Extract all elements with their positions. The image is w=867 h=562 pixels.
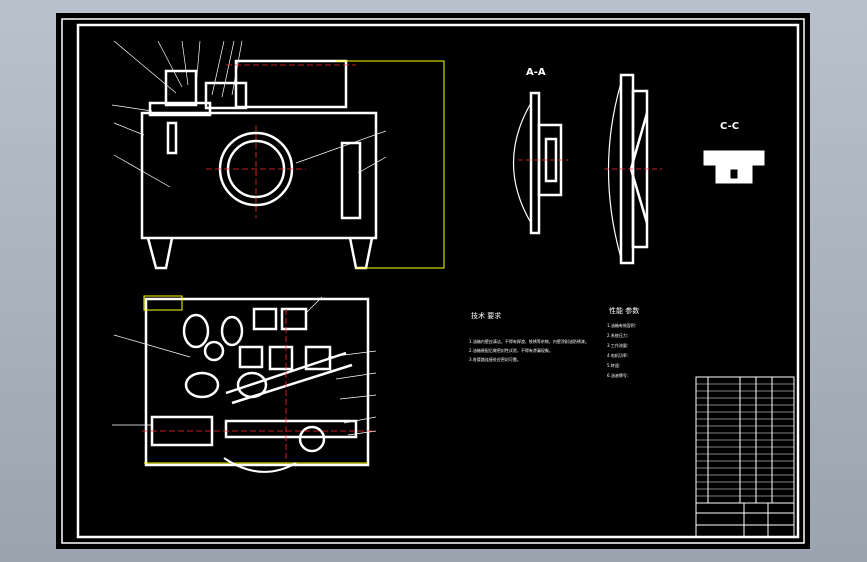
section-c-c-view[interactable] (703, 150, 765, 184)
tech-requirements-title: 技术 要求 (471, 311, 501, 320)
performance-line-1: 1.油箱有效容积： (607, 322, 639, 328)
drawing-border-inner (76, 23, 800, 539)
front-view-centerlines (206, 64, 356, 218)
section-c-c-label: C-C (720, 121, 739, 132)
performance-line-3: 3.工作流量： (607, 342, 631, 348)
title-block (696, 503, 794, 537)
performance-line-4: 4.电机功率： (607, 352, 631, 358)
tech-requirements-line-1: 1.油箱内壁应清洁，不得有焊渣、铁锈等杂物，内壁涂耐油防锈漆。 (469, 338, 589, 344)
top-view (144, 297, 370, 467)
top-view-leaders (112, 296, 377, 436)
top-view-centerlines (142, 309, 376, 463)
front-view-section-highlight (336, 60, 445, 269)
tech-requirements-line-2: 2.油箱装配后做密封性试验，不得有渗漏现象。 (469, 347, 553, 353)
drawing-border-outer (61, 18, 805, 544)
performance-title: 性能 参数 (609, 306, 639, 315)
top-view-motor-arc (223, 457, 297, 473)
front-view (140, 59, 378, 270)
tech-requirements-line-3: 3.各管路连接处应密封可靠。 (469, 356, 521, 362)
top-view-highlights (143, 295, 368, 464)
section-a-a-view (512, 91, 563, 235)
front-view-leaders (111, 40, 387, 188)
cad-drawing-canvas[interactable]: A-A C-C 技术 要求 1.油箱内壁应清洁，不得有焊渣、铁锈等杂物，内壁涂耐… (56, 13, 810, 549)
section-a-a-label: A-A (526, 67, 546, 78)
performance-line-2: 2.系统压力： (607, 332, 631, 338)
performance-line-5: 5.转速： (607, 362, 623, 368)
performance-line-6: 6.油液牌号： (607, 372, 631, 378)
